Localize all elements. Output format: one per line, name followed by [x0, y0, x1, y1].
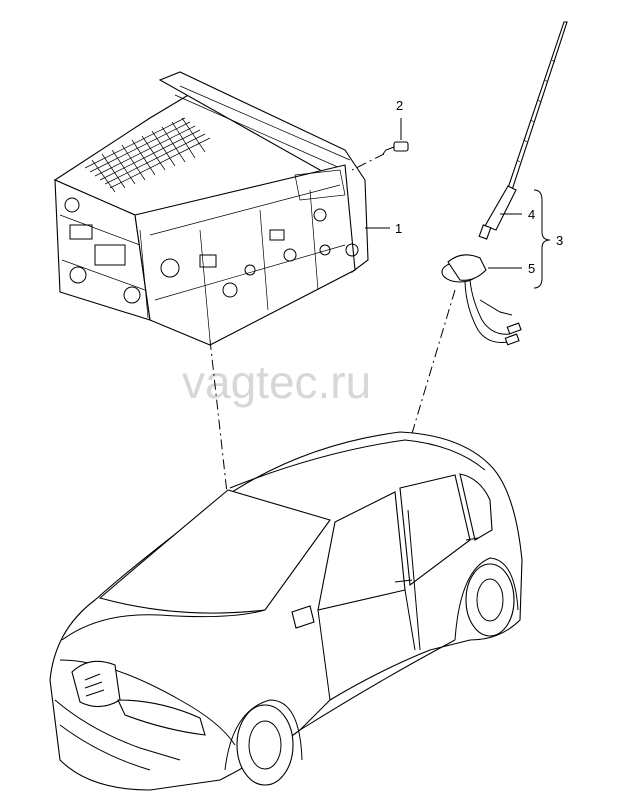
radio-unit-drawing: [53, 71, 369, 346]
vent-grid: [84, 117, 211, 193]
antenna-base-drawing: [441, 254, 522, 346]
callout-4: 4: [528, 207, 535, 222]
callout-1: 1: [395, 221, 402, 236]
callout-5: 5: [528, 261, 535, 276]
watermark-text: vagtec.ru: [182, 356, 371, 408]
leader-lines: [365, 118, 551, 289]
antenna-rod-drawing: [478, 21, 568, 240]
mounting-screw-drawing: [351, 141, 409, 171]
antenna-location-line: [409, 289, 456, 441]
callout-3: 3: [556, 233, 563, 248]
hatchback-car-drawing: [49, 431, 523, 791]
callout-2: 2: [396, 98, 403, 113]
radio-location-line: [209, 339, 239, 593]
